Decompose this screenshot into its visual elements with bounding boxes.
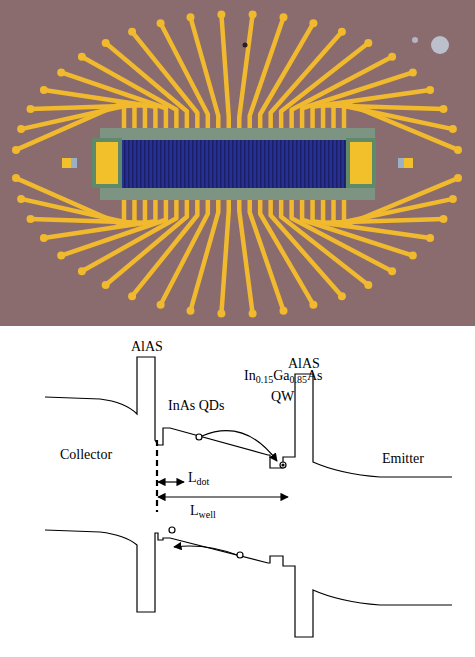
gold-finger bbox=[106, 43, 187, 134]
bond-pad bbox=[40, 234, 48, 242]
bond-pad bbox=[27, 105, 35, 113]
bond-pad bbox=[364, 39, 372, 47]
bond-pad bbox=[78, 267, 86, 275]
bond-pad bbox=[249, 310, 257, 318]
gold-finger bbox=[250, 194, 284, 311]
gold-finger bbox=[132, 194, 197, 296]
gold-finger bbox=[260, 23, 313, 134]
bond-pad bbox=[280, 13, 288, 21]
bond-pad bbox=[454, 174, 462, 182]
bond-pad bbox=[409, 252, 417, 260]
bond-pad bbox=[17, 125, 25, 133]
gold-finger bbox=[132, 32, 197, 134]
bond-pad bbox=[364, 281, 372, 289]
layer-label: QW bbox=[271, 389, 294, 404]
bond-pad bbox=[187, 13, 195, 21]
bond-pad bbox=[449, 125, 457, 133]
bond-pad bbox=[102, 281, 110, 289]
bond-pad bbox=[40, 86, 48, 94]
bond-pad bbox=[187, 307, 195, 315]
layer-label: InAs QDs bbox=[168, 398, 224, 413]
bond-pad bbox=[280, 307, 288, 315]
barrier-label: AlAS bbox=[131, 339, 163, 354]
bond-pad bbox=[17, 195, 25, 203]
bond-pad bbox=[78, 53, 86, 61]
bond-pad bbox=[157, 301, 165, 309]
region-label: Collector bbox=[60, 447, 112, 462]
gold-finger bbox=[161, 23, 208, 134]
gold-finger bbox=[221, 194, 228, 314]
bond-pad bbox=[128, 292, 136, 300]
bond-pad bbox=[440, 215, 448, 223]
gold-finger bbox=[106, 194, 187, 285]
bond-pad bbox=[388, 267, 396, 275]
layer-label: In0.15Ga0.85As bbox=[244, 368, 323, 383]
gold-finger bbox=[191, 194, 219, 311]
bond-pad bbox=[157, 19, 165, 27]
bond-pad bbox=[338, 28, 346, 36]
bond-pad bbox=[409, 68, 417, 76]
bond-pad bbox=[57, 252, 65, 260]
bond-pad bbox=[128, 28, 136, 36]
gold-finger bbox=[161, 194, 208, 305]
dimension-label: Lwell bbox=[190, 503, 216, 518]
gold-finger bbox=[191, 17, 219, 134]
bond-pad bbox=[57, 68, 65, 76]
bond-pad bbox=[27, 215, 35, 223]
bond-pad bbox=[426, 234, 434, 242]
dimension-label: Ldot bbox=[188, 470, 209, 485]
gold-finger bbox=[250, 17, 284, 134]
bond-pad bbox=[12, 146, 20, 154]
gold-finger bbox=[260, 194, 313, 305]
bond-pad bbox=[217, 310, 225, 318]
bond-pad bbox=[426, 86, 434, 94]
gold-finger bbox=[221, 14, 228, 134]
bond-pad bbox=[102, 39, 110, 47]
bond-pad bbox=[12, 174, 20, 182]
bond-pad bbox=[388, 53, 396, 61]
bond-pad bbox=[449, 195, 457, 203]
bond-pad bbox=[338, 292, 346, 300]
bond-pad bbox=[454, 146, 462, 154]
region-label: Emitter bbox=[382, 451, 424, 466]
bond-pad bbox=[309, 301, 317, 309]
bond-pad bbox=[309, 19, 317, 27]
bond-pad bbox=[217, 10, 225, 18]
bond-pad bbox=[440, 105, 448, 113]
bond-pad bbox=[249, 10, 257, 18]
